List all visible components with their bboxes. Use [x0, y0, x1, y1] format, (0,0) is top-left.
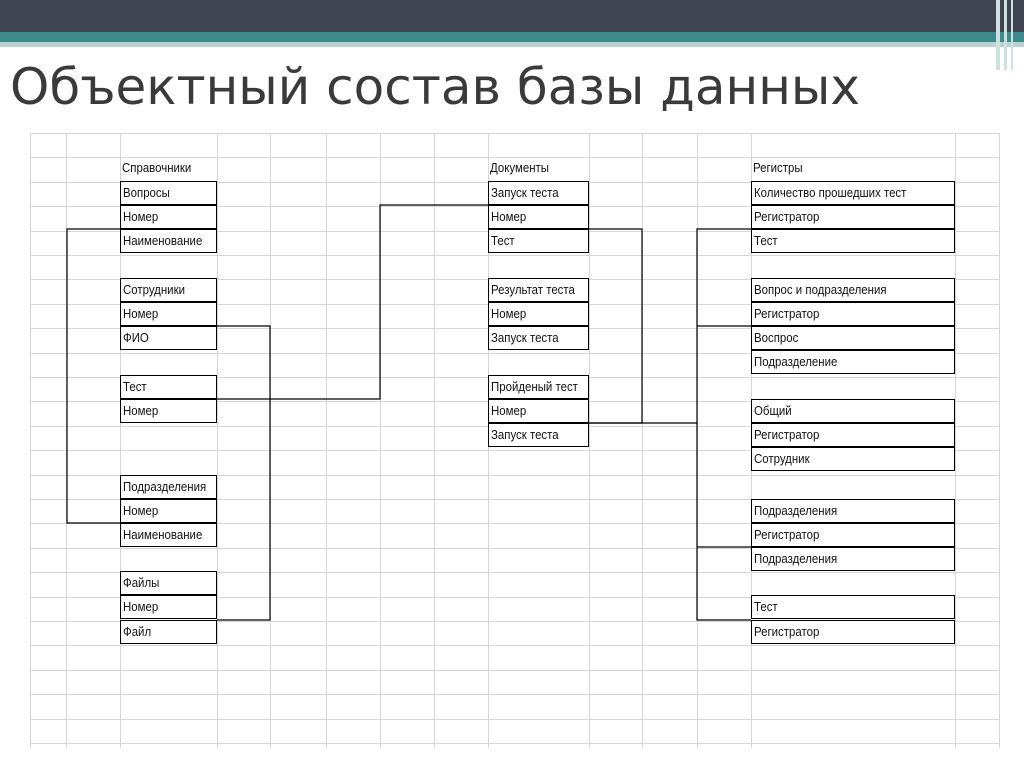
grid-line	[30, 645, 1000, 646]
grid-line	[642, 133, 643, 748]
grid-line	[999, 133, 1000, 748]
grid-line	[30, 450, 1000, 451]
table-cell: Регистратор	[751, 302, 955, 326]
table-cell: Номер	[120, 205, 217, 229]
table-cell: Сотрудник	[751, 447, 955, 471]
table-cell: Регистратор	[751, 423, 955, 447]
grid-line	[120, 133, 121, 748]
table-cell: Подразделение	[751, 350, 955, 374]
link-registers-bracket	[696, 423, 751, 621]
grid-line	[589, 133, 590, 748]
grid-line	[217, 133, 218, 748]
table-cell: Регистратор	[751, 205, 955, 229]
grid-line	[30, 694, 1000, 695]
table-cell: Подразделения	[751, 547, 955, 571]
slide-top-bar	[0, 0, 1024, 32]
table-cell: Номер	[120, 399, 217, 423]
spreadsheet: Справочники Вопросы Номер Наименование С…	[30, 133, 1000, 748]
table-cell: Наименование	[120, 229, 217, 253]
table-cell: Вопросы	[120, 181, 217, 205]
table-cell: Тест	[120, 375, 217, 399]
table-cell: Регистратор	[751, 523, 955, 547]
table-cell: Номер	[120, 595, 217, 619]
grid-line	[30, 133, 31, 748]
grid-line	[30, 499, 1000, 500]
grid-line	[30, 670, 1000, 671]
table-cell: Запуск теста	[488, 423, 589, 447]
grid-line	[30, 548, 1000, 549]
link-name-to-subdivision	[66, 228, 120, 524]
link-test-to-launch	[217, 204, 488, 400]
grid-line	[434, 133, 435, 748]
relationship-lines	[66, 204, 751, 621]
table-cell: Тест	[751, 229, 955, 253]
grid-line	[30, 719, 1000, 720]
table-cell: Количество прошедших тест	[751, 181, 955, 205]
grid-line	[30, 523, 1000, 524]
table-cell: Вопрос и подразделения	[751, 278, 955, 302]
table-cell: Подразделения	[751, 499, 955, 523]
slide-accent-band-light	[0, 42, 1024, 47]
table-cell: Номер	[120, 499, 217, 523]
link-test-doc-to-passed	[589, 228, 643, 424]
table-cell: Номер	[488, 205, 589, 229]
grid-line	[30, 621, 1000, 622]
table-cell: Запуск теста	[488, 326, 589, 350]
table-cell: ФИО	[120, 326, 217, 350]
grid-line	[326, 133, 327, 748]
slide-corner-decoration	[1004, 0, 1007, 70]
table-cell: Файл	[120, 620, 217, 644]
table-cell: Пройденый тест	[488, 375, 589, 399]
table-cell: Номер	[488, 302, 589, 326]
table-cell: Номер	[488, 399, 589, 423]
table-cell: Регистратор	[751, 620, 955, 644]
grid-line	[30, 743, 1000, 744]
table-cell: Сотрудники	[120, 278, 217, 302]
group-header-regs: Регистры	[753, 160, 803, 175]
grid-line	[30, 353, 1000, 354]
slide-corner-decoration	[1011, 0, 1013, 70]
page-title: Объектный состав базы данных	[10, 58, 860, 116]
table-cell: Тест	[751, 595, 955, 619]
grid-line	[30, 475, 1000, 476]
link-fio-to-files	[217, 325, 271, 621]
table-cell: Воспрос	[751, 326, 955, 350]
grid-line	[30, 255, 1000, 256]
table-cell: Результат теста	[488, 278, 589, 302]
slide-corner-decoration	[996, 0, 1000, 70]
grid-line	[955, 133, 956, 748]
grid-line	[30, 133, 1000, 134]
group-header-refs: Справочники	[122, 160, 192, 175]
table-cell: Наименование	[120, 523, 217, 547]
group-header-docs: Документы	[490, 160, 549, 175]
slide-accent-band	[0, 32, 1024, 42]
grid-line	[30, 157, 1000, 158]
grid-line	[30, 597, 1000, 598]
table-cell: Запуск теста	[488, 181, 589, 205]
table-cell: Общий	[751, 399, 955, 423]
table-cell: Тест	[488, 229, 589, 253]
table-cell: Подразделения	[120, 475, 217, 499]
table-cell: Номер	[120, 302, 217, 326]
table-cell: Файлы	[120, 571, 217, 595]
grid-line	[380, 133, 381, 748]
grid-line	[30, 572, 1000, 573]
